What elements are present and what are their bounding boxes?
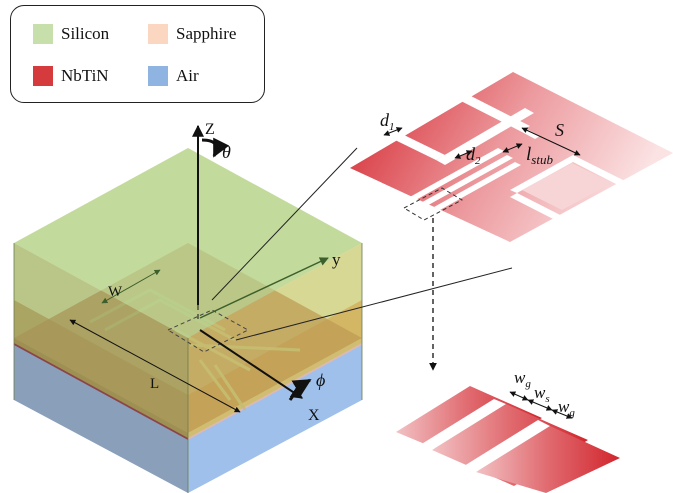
l-dimension-label: L: [150, 376, 159, 392]
legend-label-sapphire: Sapphire: [176, 24, 237, 43]
gap-detail-view: [396, 386, 620, 493]
air-swatch: [148, 66, 168, 86]
gap-region-marker: [402, 187, 464, 221]
zoom-line-top: [211, 147, 358, 301]
legend-item-air: Air: [148, 66, 199, 86]
d2-label: d2: [466, 144, 481, 167]
legend-item-sapphire: Sapphire: [148, 24, 236, 44]
legend-label-silicon: Silicon: [61, 24, 110, 43]
z-axis-label: Z: [205, 121, 215, 138]
w-dimension-label: W: [108, 284, 123, 300]
legend: Silicon Sapphire NbTiN Air: [10, 5, 265, 103]
zoom-line-bottom: [235, 267, 513, 341]
silicon-swatch: [33, 24, 53, 44]
l-dimension-arrow: [69, 319, 241, 413]
antenna-detail-view: [350, 72, 673, 242]
s-label: S: [555, 120, 564, 140]
y-axis: [199, 257, 329, 319]
nbtin-swatch: [33, 66, 53, 86]
legend-item-silicon: Silicon: [33, 24, 109, 44]
w-dimension-arrow: [101, 269, 161, 304]
phi-arrow: [288, 378, 312, 401]
theta-arrow: [201, 137, 230, 158]
wg-left-label: wg: [514, 368, 531, 390]
phi-label: ϕ: [316, 370, 325, 390]
x-axis-label: X: [308, 407, 320, 424]
theta-label: θ: [222, 142, 231, 162]
sapphire-swatch: [148, 24, 168, 44]
legend-item-nbtin: NbTiN: [33, 66, 109, 86]
d1-label: d1: [380, 110, 395, 133]
y-axis-label: y: [332, 250, 341, 269]
wg-right-label: wg: [558, 397, 575, 419]
ws-label: ws: [534, 383, 550, 405]
air-layer: [14, 343, 362, 493]
legend-label-air: Air: [176, 66, 199, 85]
legend-label-nbtin: NbTiN: [61, 66, 109, 85]
